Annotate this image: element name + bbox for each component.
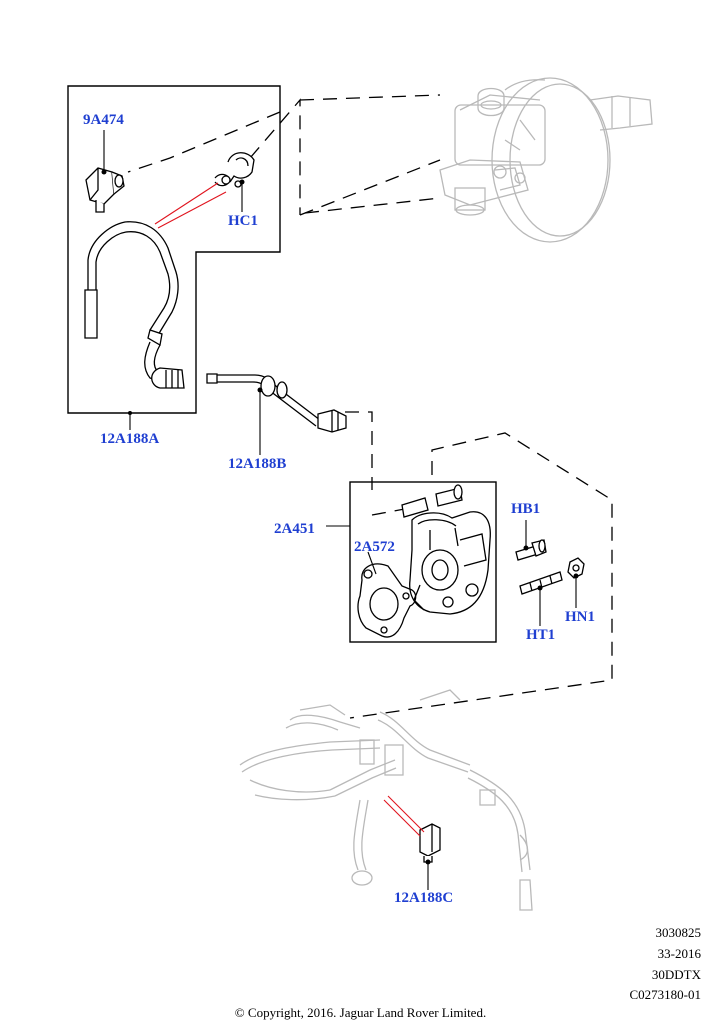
illustration-engine-code: 30DDTX xyxy=(651,967,701,982)
red-leader-lines xyxy=(154,182,425,837)
bolt-hb1-drawing xyxy=(516,540,546,560)
callout-dots xyxy=(101,169,579,865)
callout-12a188a[interactable]: 12A188A xyxy=(100,431,160,447)
connector-12a188c-drawing xyxy=(420,824,440,862)
callout-2a451[interactable]: 2A451 xyxy=(274,521,315,537)
callout-leaders xyxy=(103,130,577,890)
pipe-12a188b-drawing xyxy=(207,374,346,432)
sensor-9a474-drawing xyxy=(86,168,124,212)
dashed-reference-lines xyxy=(127,94,613,719)
illustration-drawing-number: C0273180-01 xyxy=(629,987,702,1002)
brake-booster-ghost xyxy=(439,77,653,243)
gasket-2a572-drawing xyxy=(358,564,416,637)
callout-hb1[interactable]: HB1 xyxy=(511,501,541,517)
callout-hn1[interactable]: HN1 xyxy=(565,609,595,625)
copyright-notice: © Copyright, 2016. Jaguar Land Rover Lim… xyxy=(234,1005,487,1020)
callout-hc1[interactable]: HC1 xyxy=(228,213,258,229)
callout-ht1[interactable]: HT1 xyxy=(526,627,556,643)
group-frame-pump xyxy=(349,481,497,643)
callout-2a572[interactable]: 2A572 xyxy=(354,539,395,555)
callout-9a474[interactable]: 9A474 xyxy=(83,112,124,128)
wiring-harness-ghost xyxy=(239,689,533,911)
stud-ht1-drawing xyxy=(520,572,562,594)
illustration-date: 33-2016 xyxy=(657,946,701,961)
illustration-id: 3030825 xyxy=(655,925,702,940)
group-frame-upper xyxy=(67,85,281,414)
callout-12a188c[interactable]: 12A188C xyxy=(394,890,454,906)
callout-12a188b[interactable]: 12A188B xyxy=(228,456,287,472)
nut-hn1-drawing xyxy=(568,558,584,578)
hose-12a188a-drawing xyxy=(85,222,184,388)
vacuum-pump-2a451-drawing xyxy=(402,485,490,614)
clip-hc1-drawing xyxy=(215,153,254,187)
